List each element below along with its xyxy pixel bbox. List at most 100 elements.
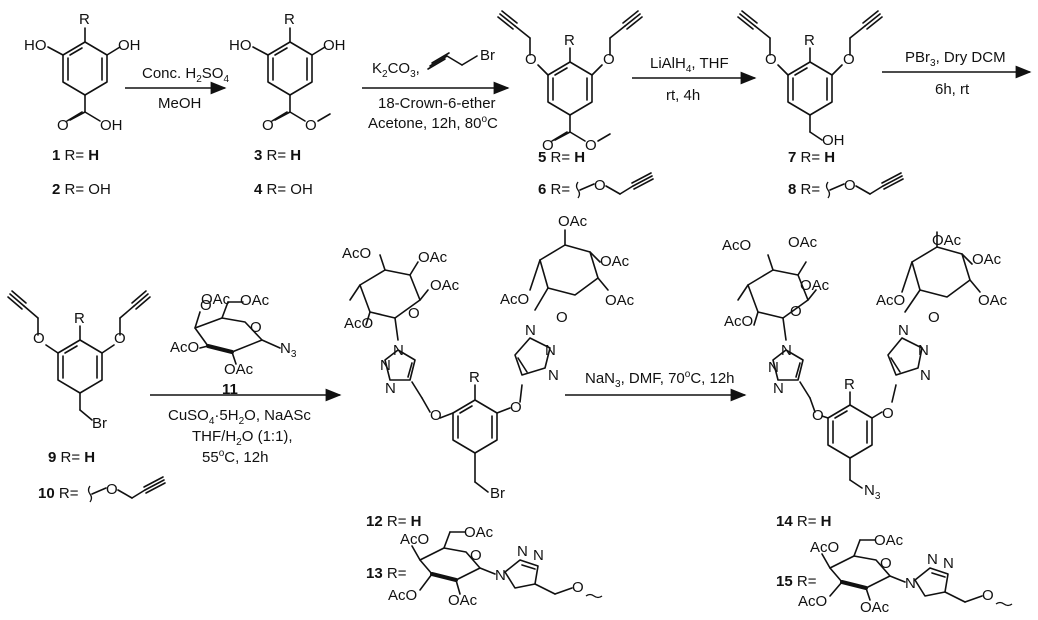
svg-text:O: O (430, 407, 442, 424)
compound-9-label: 9 R= H (48, 449, 95, 466)
step-6-conditions: NaN3, DMF, 70oC, 12h (585, 369, 735, 390)
svg-text:OAc: OAc (201, 291, 231, 308)
svg-text:OAc: OAc (605, 292, 635, 309)
svg-text:O: O (585, 137, 597, 154)
svg-text:K2CO3,: K2CO3, (372, 60, 420, 80)
svg-text:N: N (898, 322, 909, 339)
svg-text:9 R= H: 9 R= H (48, 449, 95, 466)
svg-text:OAc: OAc (932, 232, 962, 249)
svg-text:2 R= OH: 2 R= OH (52, 181, 111, 198)
svg-text:4 R= OH: 4 R= OH (254, 181, 313, 198)
svg-text:R: R (469, 369, 480, 386)
svg-text:O: O (843, 51, 855, 68)
svg-text:O: O (603, 51, 615, 68)
svg-text:OAc: OAc (418, 249, 448, 266)
compound-7-label: 7 R= H (788, 149, 835, 166)
svg-text:6 R=: 6 R= (538, 181, 570, 198)
svg-text:AcO: AcO (388, 587, 417, 604)
svg-text:rt, 4h: rt, 4h (666, 87, 700, 104)
svg-text:OAc: OAc (874, 532, 904, 549)
svg-text:N: N (495, 567, 506, 584)
compound-11-structure: O OAc OAc O N3 AcO OAc 11 (170, 291, 297, 398)
step-2-conditions: K2CO3, Br 18-Crown-6-ether Acetone, 12h,… (368, 47, 498, 132)
svg-text:O: O (982, 587, 994, 604)
svg-text:18-Crown-6-ether: 18-Crown-6-ether (378, 95, 496, 112)
svg-text:N: N (781, 342, 792, 359)
svg-text:N: N (927, 551, 938, 568)
compound-1-structure: R HO OH O OH (24, 11, 141, 134)
svg-text:1 R= H: 1 R= H (52, 147, 99, 164)
svg-text:Br: Br (92, 415, 107, 432)
svg-text:R: R (804, 32, 815, 49)
svg-text:AcO: AcO (724, 313, 753, 330)
svg-text:N: N (533, 547, 544, 564)
svg-text:O: O (114, 330, 126, 347)
svg-text:AcO: AcO (170, 339, 199, 356)
svg-text:8 R=: 8 R= (788, 181, 820, 198)
r-label: R (79, 11, 90, 28)
svg-text:OAc: OAc (464, 524, 494, 541)
svg-text:OAc: OAc (788, 234, 818, 251)
svg-text:N: N (517, 543, 528, 560)
svg-text:O: O (250, 319, 262, 336)
svg-text:R: R (74, 310, 85, 327)
svg-text:13 R=: 13 R= (366, 565, 407, 582)
compound-3-label: 3 R= H (254, 147, 301, 164)
svg-text:N: N (773, 380, 784, 397)
svg-text:O: O (200, 297, 212, 314)
svg-text:AcO: AcO (342, 245, 371, 262)
svg-text:O: O (572, 579, 584, 596)
svg-text:N: N (943, 555, 954, 572)
svg-text:O: O (408, 305, 420, 322)
svg-text:OAc: OAc (860, 599, 890, 616)
svg-text:O: O (765, 51, 777, 68)
compound-5-label: 5 R= H (538, 149, 585, 166)
svg-text:N: N (905, 575, 916, 592)
svg-text:OAc: OAc (972, 251, 1002, 268)
compound-6-label: 6 R= O (538, 172, 654, 199)
svg-text:O: O (542, 137, 554, 154)
compound-12-label: 12 R= H (366, 513, 421, 530)
svg-text:7 R= H: 7 R= H (788, 149, 835, 166)
compound-8-label: 8 R= O (788, 172, 904, 199)
svg-text:O: O (470, 547, 482, 564)
compound-4-label: 4 R= OH (254, 181, 313, 198)
svg-text:10 R=: 10 R= (38, 485, 79, 502)
step-1-conditions: Conc. H2SO4 MeOH (142, 65, 229, 112)
svg-text:OAc: OAc (800, 277, 830, 294)
svg-text:OAc: OAc (240, 292, 270, 309)
svg-text:OH: OH (323, 37, 346, 54)
svg-text:OAc: OAc (448, 592, 478, 609)
svg-text:O: O (594, 177, 606, 194)
svg-text:Br: Br (490, 485, 505, 502)
compound-13-label: 13 R= AcO OAc O AcO OAc N N N O (366, 524, 603, 609)
svg-text:14 R= H: 14 R= H (776, 513, 831, 530)
svg-text:O: O (812, 407, 824, 424)
svg-text:MeOH: MeOH (158, 95, 201, 112)
compound-7-structure: R O O OH (737, 10, 883, 149)
svg-text:R: R (284, 11, 295, 28)
svg-text:N: N (768, 359, 779, 376)
svg-text:OAc: OAc (224, 361, 254, 378)
compound-15-label: 15 R= AcO OAc O AcO OAc N N N O (776, 532, 1013, 616)
svg-text:N: N (918, 342, 929, 359)
svg-text:N: N (525, 322, 536, 339)
compound-14-label: 14 R= H (776, 513, 831, 530)
svg-text:AcO: AcO (400, 531, 429, 548)
svg-text:LiAlH4, THF: LiAlH4, THF (650, 55, 729, 75)
svg-text:OAc: OAc (978, 292, 1008, 309)
step-5-conditions: CuSO4·5H2O, NaASc THF/H2O (1:1), 55oC, 1… (168, 407, 311, 466)
svg-text:PBr3, Dry DCM: PBr3, Dry DCM (905, 49, 1006, 69)
svg-text:11: 11 (222, 381, 238, 398)
svg-text:AcO: AcO (810, 539, 839, 556)
svg-text:O: O (880, 555, 892, 572)
svg-text:O: O (510, 399, 522, 416)
svg-text:12 R= H: 12 R= H (366, 513, 421, 530)
compound-2-label: 2 R= OH (52, 181, 111, 198)
svg-text:O: O (33, 330, 45, 347)
svg-text:N3: N3 (864, 482, 881, 502)
compound-10-label: 10 R= O (38, 476, 166, 503)
compound-1-label: 1 R= H (52, 147, 99, 164)
svg-text:AcO: AcO (876, 292, 905, 309)
svg-text:3 R= H: 3 R= H (254, 147, 301, 164)
